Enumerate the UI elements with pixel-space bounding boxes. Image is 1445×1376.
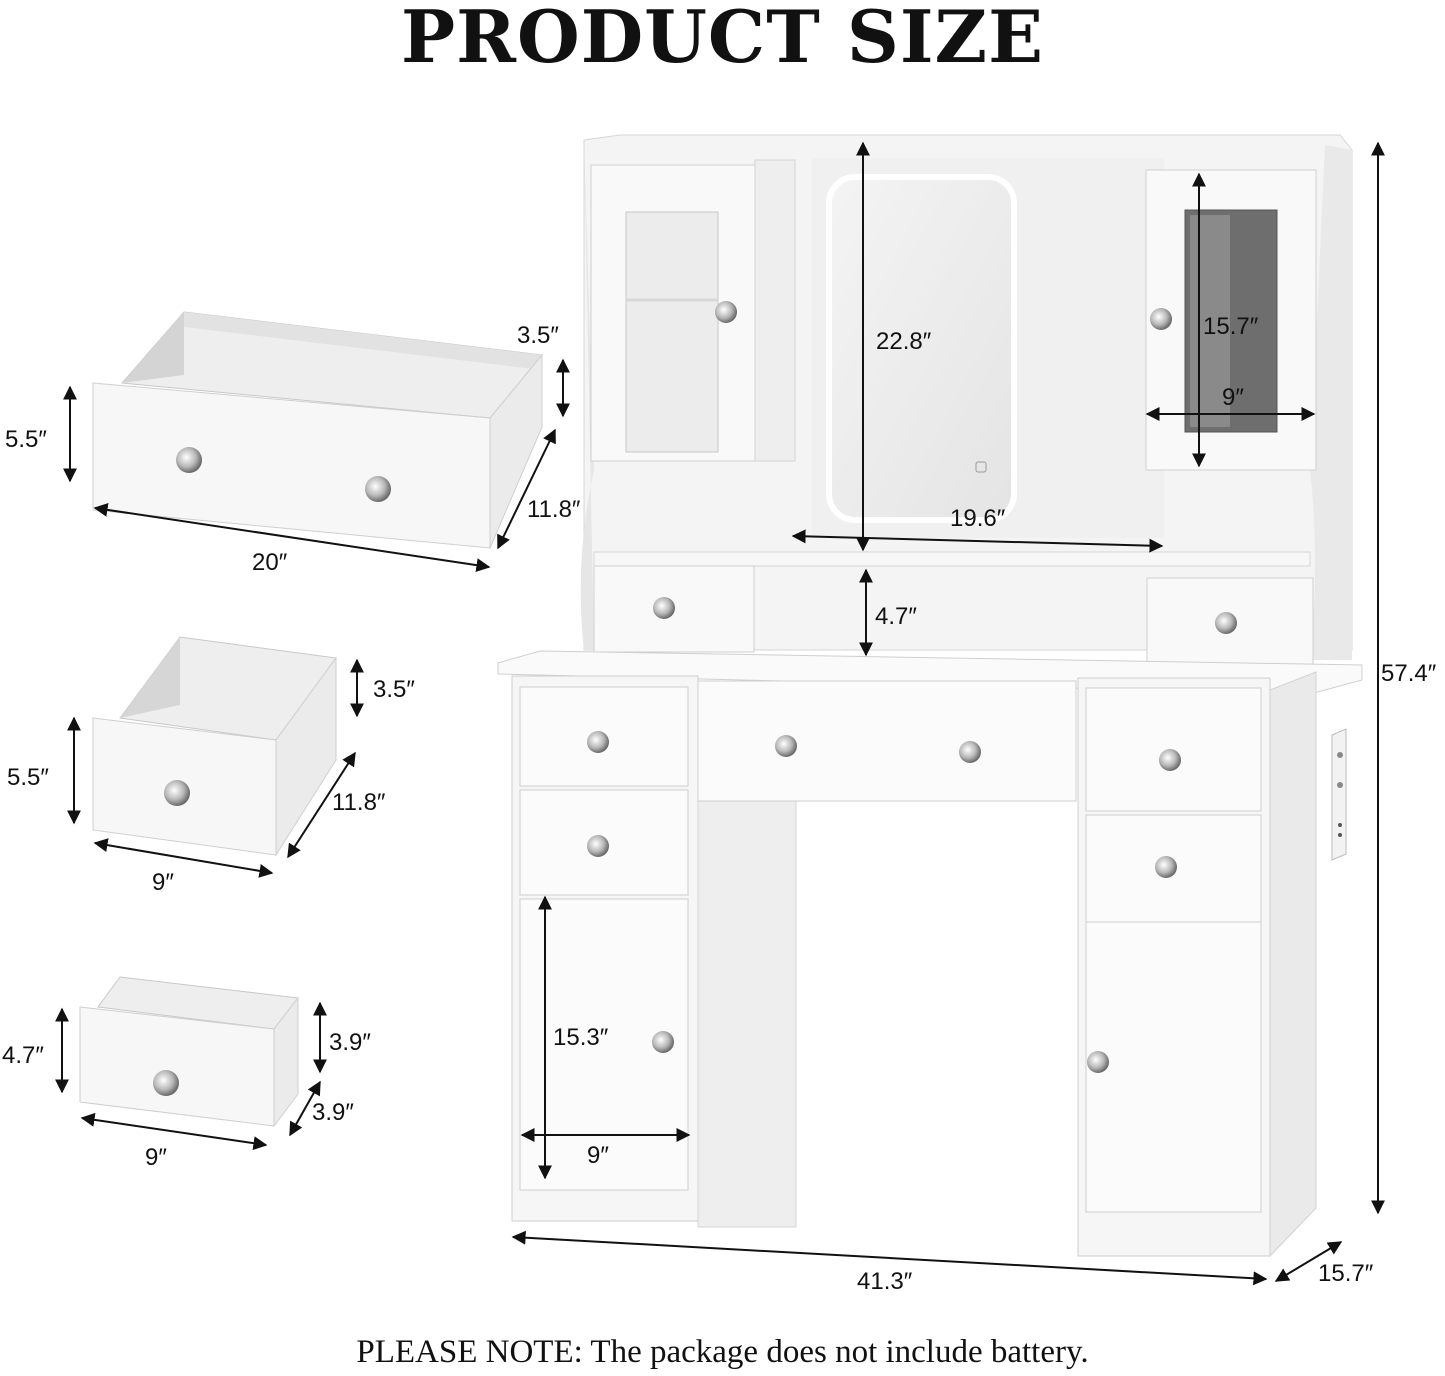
knob-icon xyxy=(1087,1051,1109,1073)
small-drawer-height-label: 4.7″ xyxy=(2,1042,44,1069)
large-drawer-width-label: 20″ xyxy=(252,549,288,576)
small-drawer-depth-label: 3.9″ xyxy=(312,1099,354,1126)
mirror-width-label: 19.6″ xyxy=(950,505,1006,532)
medium-drawer-illustration xyxy=(92,636,337,857)
vanity-illustration xyxy=(497,134,1363,1258)
knob-icon xyxy=(365,476,391,502)
small-drawer-illustration xyxy=(79,976,299,1128)
cabinet-height-label: 15.7″ xyxy=(1203,313,1259,340)
small-drawer-dimensions xyxy=(55,1001,327,1151)
medium-drawer-depth-label: 11.8″ xyxy=(332,789,386,816)
knob-icon xyxy=(587,835,609,857)
center-drawer xyxy=(697,680,1077,802)
large-drawer-illustration xyxy=(92,311,543,549)
knob-icon xyxy=(164,780,190,806)
large-drawer-inner-height-label: 3.5″ xyxy=(517,322,559,349)
total-height-label: 57.4″ xyxy=(1381,660,1437,687)
shelf-height-label: 4.7″ xyxy=(875,603,917,630)
small-drawer-inner-height-label: 3.9″ xyxy=(329,1029,371,1056)
medium-drawer-inner-height-label: 3.5″ xyxy=(373,676,415,703)
knob-icon xyxy=(1155,856,1177,878)
knob-icon xyxy=(1215,612,1237,634)
knob-icon xyxy=(1159,749,1181,771)
knob-icon xyxy=(715,301,737,323)
right-door xyxy=(1085,921,1262,1213)
door-height-label: 15.3″ xyxy=(553,1024,609,1051)
medium-drawer-width-label: 9″ xyxy=(152,869,174,896)
total-width-label: 41.3″ xyxy=(857,1268,913,1295)
mirror xyxy=(826,174,1017,523)
touch-switch-icon xyxy=(975,461,987,473)
vanity-dimensions xyxy=(511,141,1385,1286)
mirror-height-label: 22.8″ xyxy=(876,328,932,355)
cabinet-width-label: 9″ xyxy=(1222,384,1244,411)
medium-drawer-height-label: 5.5″ xyxy=(7,764,49,791)
knob-icon xyxy=(652,1031,674,1053)
knob-icon xyxy=(1150,308,1172,330)
knob-icon xyxy=(653,597,675,619)
large-drawer-height-label: 5.5″ xyxy=(5,426,47,453)
large-drawer-depth-label: 11.8″ xyxy=(527,496,581,523)
medium-drawer-dimensions xyxy=(67,658,364,878)
power-outlet-icon xyxy=(1331,728,1347,861)
knob-icon xyxy=(176,447,202,473)
battery-note: PLEASE NOTE: The package does not includ… xyxy=(356,1334,1089,1370)
knob-icon xyxy=(153,1070,179,1096)
knob-icon xyxy=(587,731,609,753)
total-depth-label: 15.7″ xyxy=(1318,1260,1374,1287)
large-drawer-dimensions xyxy=(63,358,570,573)
small-drawer-width-label: 9″ xyxy=(145,1144,167,1171)
door-width-label: 9″ xyxy=(587,1142,609,1169)
page-title: PRODUCT SIZE xyxy=(401,0,1044,79)
knob-icon xyxy=(775,735,797,757)
knob-icon xyxy=(959,741,981,763)
